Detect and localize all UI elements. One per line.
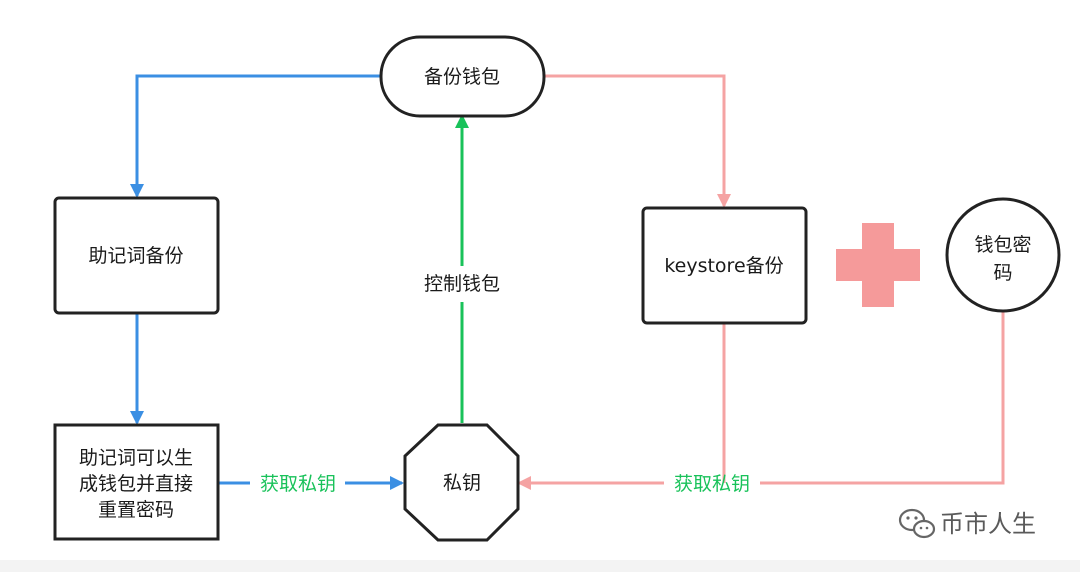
watermark-label: 币市人生	[940, 510, 1036, 538]
edge-backup-to-mnemonic	[130, 74, 382, 198]
node-keystore-backup-label: keystore备份	[664, 255, 783, 277]
plus-sign	[836, 223, 920, 307]
edge-label-control-wallet: 控制钱包	[424, 273, 500, 295]
wechat-icon	[898, 508, 936, 539]
node-wallet-password-line-2: 码	[993, 262, 1012, 284]
node-wallet-password	[945, 197, 1061, 313]
node-private-key	[403, 423, 520, 542]
node-mnemonic-desc	[53, 423, 220, 541]
edge-password-to-private-key	[519, 312, 1005, 483]
node-wallet-password-line-1: 钱包密	[974, 234, 1031, 256]
node-mnemonic-backup	[53, 196, 220, 315]
edge-label-get-key-right: 获取私钥	[674, 473, 750, 495]
edge-label-get-key-left: 获取私钥	[260, 473, 336, 495]
node-mnemonic-desc-line-3: 重置密码	[98, 499, 174, 521]
node-private-key-label: 私钥	[443, 472, 481, 494]
bottom-strip	[0, 560, 1080, 572]
node-backup-wallet	[379, 35, 546, 118]
node-mnemonic-desc-line-2: 成钱包并直接	[79, 473, 193, 495]
node-backup-wallet-label: 备份钱包	[424, 66, 500, 88]
edge-backup-to-keystore	[543, 74, 731, 208]
node-mnemonic-backup-label: 助记词备份	[88, 245, 183, 267]
node-mnemonic-desc-line-1: 助记词可以生	[79, 447, 193, 469]
node-keystore-backup	[641, 206, 808, 325]
